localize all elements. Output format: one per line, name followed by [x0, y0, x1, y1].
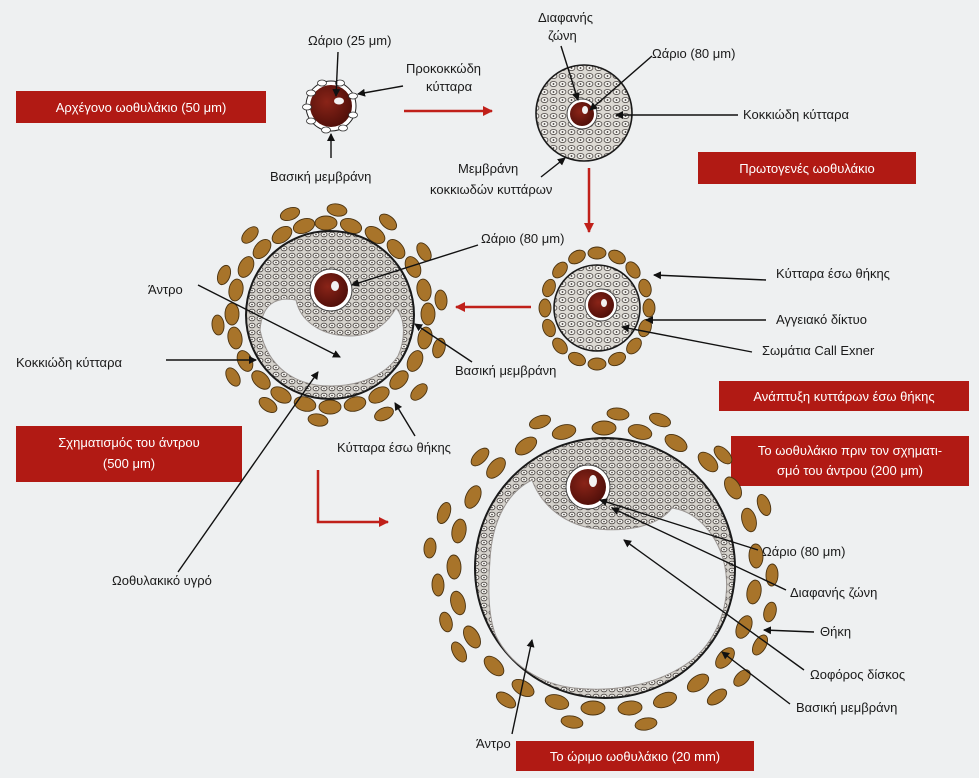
primordial-labels: Ωάριο (25 μm) Προκοκκώδη κύτταρα Βασική … [270, 33, 481, 184]
preantral-follicle-label-line1: Το ωοθυλάκιο πριν τον σχηματι- [758, 443, 942, 458]
theca-interna-label-1: Κύτταρα έσω θήκης [776, 266, 890, 281]
preantral-follicle-label-line2: σμό του άντρου (200 μm) [777, 463, 923, 478]
antrum-label-1: Άντρο [148, 282, 183, 297]
vascular-network-label: Αγγειακό δίκτυο [776, 312, 867, 327]
mature-follicle-label: Το ώριμο ωοθυλάκιο (20 mm) [550, 749, 720, 764]
preantral-labels: Κύτταρα έσω θήκης Αγγειακό δίκτυο Σωμάτι… [622, 266, 890, 358]
theca-interna-label-2: Κύτταρα έσω θήκης [337, 440, 451, 455]
call-exner-label: Σωμάτια Call Exner [762, 343, 875, 358]
zona-label-1-line2: ζώνη [548, 28, 577, 43]
oocyte-80-label-2: Ωάριο (80 μm) [481, 231, 564, 246]
primary-follicle [536, 65, 632, 161]
flow-arrow-4 [318, 470, 388, 522]
mature-follicle-box: Το ώριμο ωοθυλάκιο (20 mm) [516, 741, 754, 771]
mature-follicle [423, 407, 778, 732]
oocyte-80-label-1: Ωάριο (80 μm) [652, 46, 735, 61]
theca-label: Θήκη [820, 624, 851, 639]
antral-follicle [211, 202, 448, 427]
cumulus-label: Ωοφόρος δίσκος [810, 667, 905, 682]
pregranulosa-label-line1: Προκοκκώδη [406, 61, 481, 76]
theca-development-box: Ανάπτυξη κυττάρων έσω θήκης [719, 381, 969, 411]
zona-label-3: Διαφανής ζώνη [790, 585, 877, 600]
zona-label-1-line1: Διαφανής [538, 10, 593, 25]
antrum-formation-box: Σχηματισμός του άντρου (500 μm) [16, 426, 242, 482]
primary-follicle-box: Πρωτογενές ωοθυλάκιο [698, 152, 916, 184]
basal-membrane-label-1: Βασική μεμβράνη [270, 169, 371, 184]
primordial-follicle [303, 80, 358, 133]
granulosa-label-2: Κοκκιώδη κύτταρα [16, 355, 122, 370]
preantral-follicle [539, 247, 655, 370]
primordial-follicle-box: Αρχέγονο ωοθυλάκιο (50 μm) [16, 91, 266, 123]
oocyte-25-label: Ωάριο (25 μm) [308, 33, 391, 48]
follicular-fluid-label: Ωοθυλακικό υγρό [112, 573, 212, 588]
basal-membrane-label-2: Βασική μεμβράνη [455, 363, 556, 378]
primary-follicle-label: Πρωτογενές ωοθυλάκιο [739, 161, 875, 176]
primordial-follicle-label: Αρχέγονο ωοθυλάκιο (50 μm) [56, 100, 227, 115]
granulosa-membrane-label-line1: Μεμβράνη [458, 161, 518, 176]
antrum-label-2: Άντρο [476, 736, 511, 751]
oocyte-80-label-3: Ωάριο (80 μm) [762, 544, 845, 559]
preantral-follicle-box: Το ωοθυλάκιο πριν τον σχηματι- σμό του ά… [731, 436, 969, 486]
pregranulosa-label-line2: κύτταρα [426, 79, 473, 94]
granulosa-label-1: Κοκκιώδη κύτταρα [743, 107, 849, 122]
antrum-formation-label-line1: Σχηματισμός του άντρου [58, 435, 200, 450]
theca-development-label: Ανάπτυξη κυττάρων έσω θήκης [753, 389, 934, 404]
antrum-formation-label-line2: (500 μm) [103, 456, 155, 471]
basal-membrane-label-3: Βασική μεμβράνη [796, 700, 897, 715]
granulosa-membrane-label-line2: κοκκιωδών κυττάρων [430, 182, 552, 197]
